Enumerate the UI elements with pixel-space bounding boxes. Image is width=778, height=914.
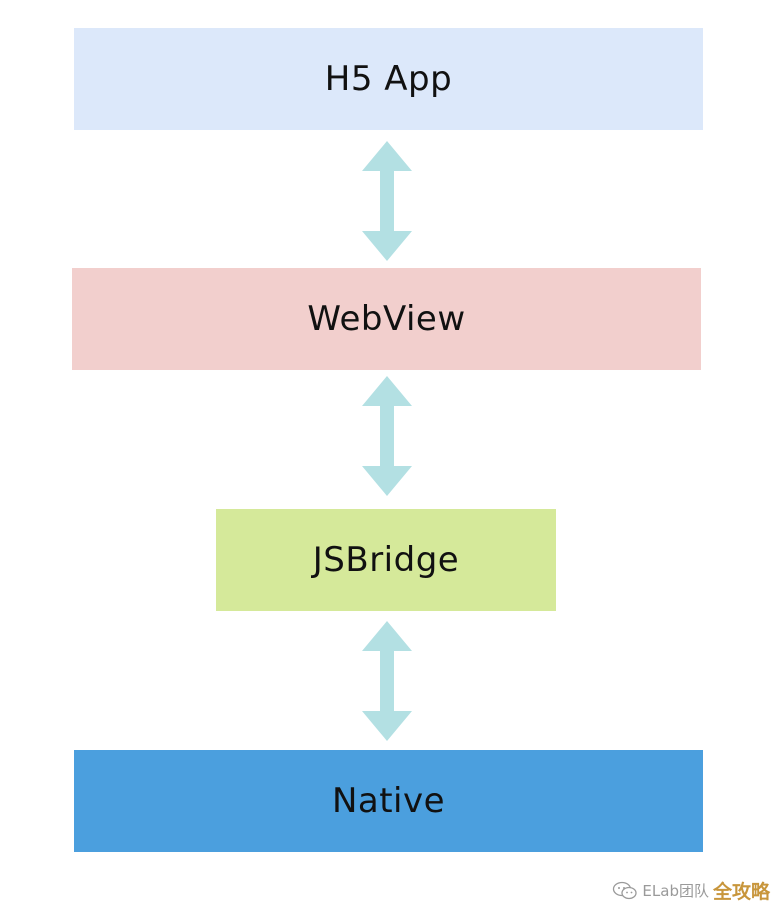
bidirectional-arrow-icon: [362, 141, 412, 261]
h5-app-label: H5 App: [324, 59, 453, 99]
arrow-shape: [362, 141, 412, 261]
watermark: ELab团队 全攻略: [612, 877, 770, 904]
bidirectional-arrow-icon: [362, 621, 412, 741]
jsbridge-box: JSBridge: [216, 509, 556, 611]
native-label: Native: [331, 781, 446, 821]
bidirectional-arrow-icon: [362, 376, 412, 496]
jsbridge-label: JSBridge: [312, 540, 460, 580]
webview-box: WebView: [72, 268, 701, 370]
h5-app-box: H5 App: [74, 28, 703, 130]
native-box: Native: [74, 750, 703, 852]
arrow-shape: [362, 376, 412, 496]
arrow-shape: [362, 621, 412, 741]
watermark-badge: 全攻略: [712, 881, 770, 903]
wechat-icon: [613, 881, 638, 899]
webview-label: WebView: [307, 299, 466, 339]
watermark-text: ELab团队: [642, 882, 709, 900]
